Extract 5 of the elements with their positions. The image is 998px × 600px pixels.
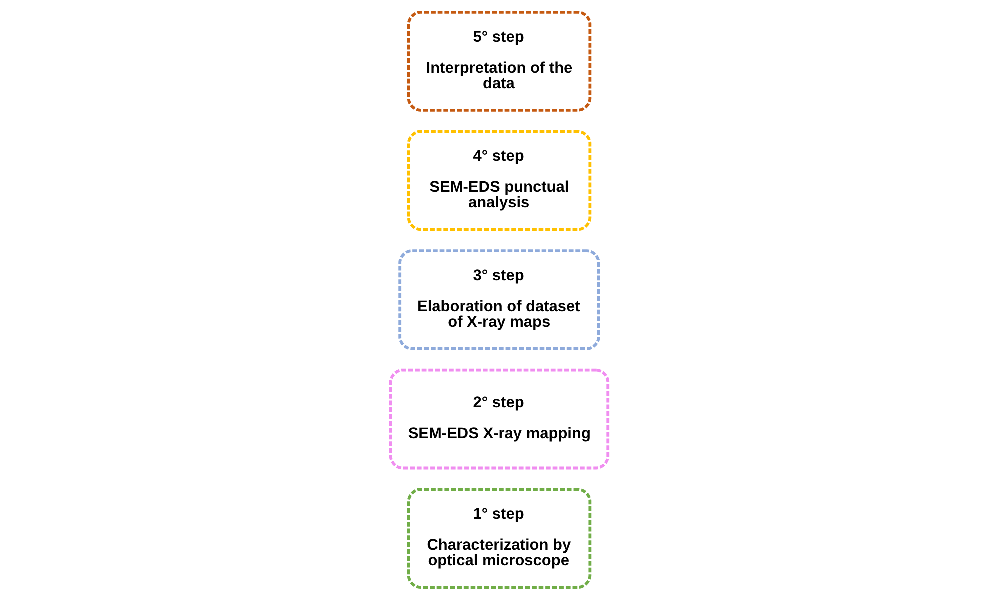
node-box: 5° step Interpretation of the data (406, 11, 592, 112)
node-box: 2° step SEM-EDS X-ray mapping (388, 368, 610, 470)
node-box: 3° step Elaboration of dataset of X-ray maps (398, 250, 600, 350)
node-box: 4° step SEM-EDS punctual analysis (406, 130, 592, 232)
node-box: 1° step Characterization by optical microscope (406, 488, 592, 589)
